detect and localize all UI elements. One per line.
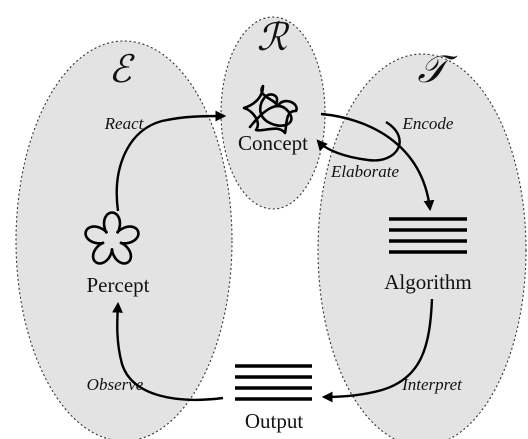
tangled-knot-icon <box>242 84 298 135</box>
edge-label-encode: Encode <box>402 114 454 133</box>
stacked-lines-icon <box>235 364 312 401</box>
environment-region <box>15 40 233 439</box>
interpret-arrow <box>321 298 434 403</box>
elaborate-arrow <box>316 120 401 162</box>
percept-label: Percept <box>87 273 150 297</box>
edge-label-observe: Observe <box>87 375 144 394</box>
edge-label-elaborate: Elaborate <box>330 162 399 181</box>
edge-label-interpret: Interpret <box>401 375 463 394</box>
environment-symbol: ℰ <box>108 47 135 91</box>
representation-symbol: ℛ <box>257 15 290 59</box>
edge-label-react: React <box>104 114 145 133</box>
five-lobed-star-icon <box>84 211 140 265</box>
stacked-lines-icon <box>389 217 467 254</box>
representation-region <box>220 16 326 210</box>
output-label: Output <box>245 409 304 433</box>
concept-label: Concept <box>238 131 308 155</box>
encode-arrow <box>320 112 435 212</box>
algorithm-label: Algorithm <box>384 270 472 294</box>
observe-arrow <box>112 301 224 401</box>
translation-region <box>317 53 527 439</box>
react-arrow <box>115 110 227 212</box>
